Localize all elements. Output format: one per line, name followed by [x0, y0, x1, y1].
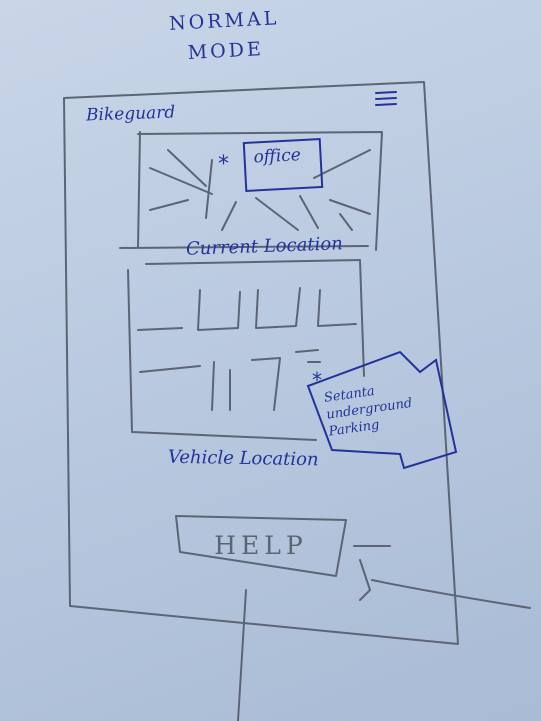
help-button[interactable]: HELP [176, 512, 346, 572]
annotation-arrow [353, 545, 531, 609]
mode-title: NORMAL MODE [168, 7, 280, 64]
vehicle-location-caption: Vehicle Location [167, 446, 319, 471]
vehicle-location-pin[interactable]: * [312, 368, 322, 392]
vehicle-callout [306, 350, 458, 470]
phone-frame [63, 81, 459, 645]
hamburger-menu-icon[interactable] [372, 88, 400, 110]
current-location-pin[interactable]: * [218, 152, 229, 177]
bottom-map-frame [127, 259, 365, 441]
help-button-outline [175, 515, 347, 577]
top-map-frame [119, 131, 383, 251]
app-title: Bikeguard [85, 102, 176, 126]
current-location-pin-label: office [242, 137, 324, 193]
